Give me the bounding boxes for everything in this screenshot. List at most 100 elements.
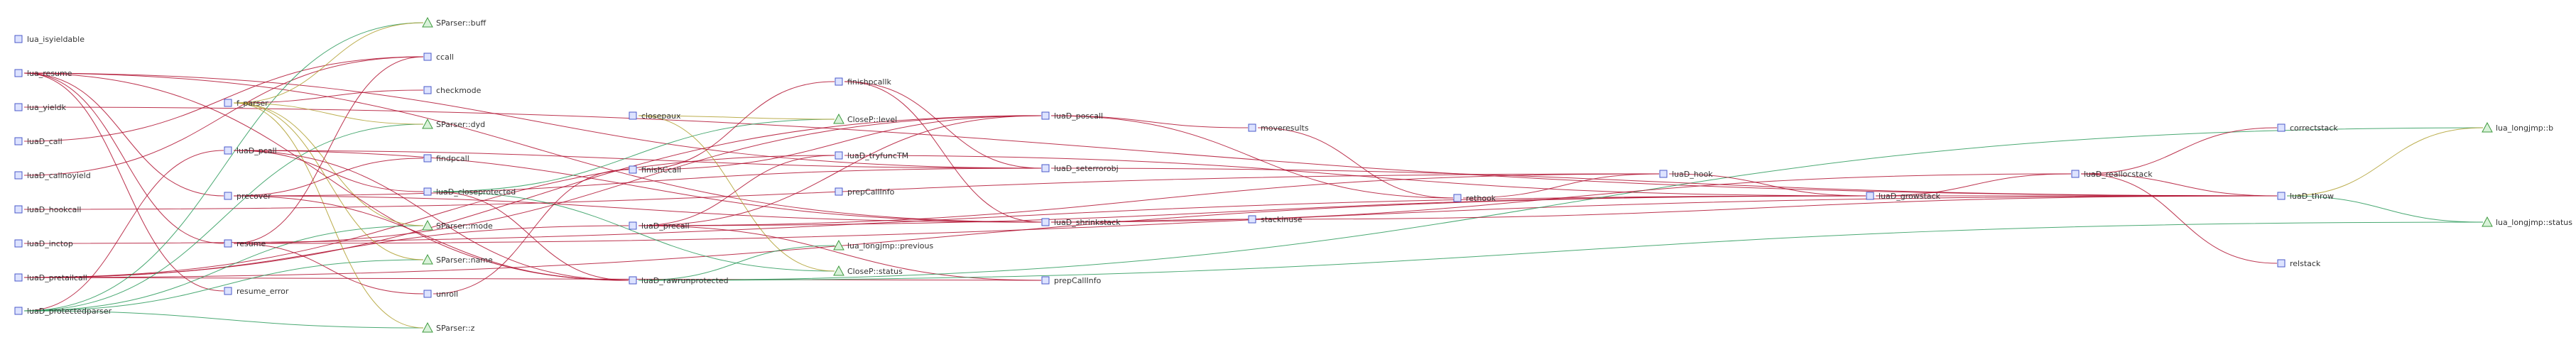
node-prepCallInfo_in[interactable]: prepCallInfo bbox=[835, 187, 895, 197]
square-icon bbox=[1659, 170, 1668, 178]
edge-luaD_closeprotected-to-luaD_rawrunprotected bbox=[433, 191, 629, 281]
node-label: closepaux bbox=[641, 111, 681, 121]
node-label: luaD_rawrunprotected bbox=[641, 276, 729, 285]
square-icon bbox=[1248, 215, 1256, 224]
node-label: resume_error bbox=[237, 287, 289, 296]
node-luaD_precall[interactable]: luaD_precall bbox=[629, 221, 690, 231]
node-precover[interactable]: precover bbox=[224, 192, 271, 201]
node-lua_longjmp_previous[interactable]: lua_longjmp::previous bbox=[833, 239, 933, 251]
node-lua_yieldk[interactable]: lua_yieldk bbox=[14, 103, 67, 112]
square-icon bbox=[423, 53, 432, 61]
node-label: stackinuse bbox=[1261, 215, 1303, 224]
node-SParser_z[interactable]: SParser::z bbox=[422, 321, 475, 333]
node-findpcall[interactable]: findpcall bbox=[423, 154, 469, 163]
node-rethook[interactable]: rethook bbox=[1453, 194, 1496, 203]
edge-luaD_call-to-ccall bbox=[23, 56, 424, 142]
edge-precover-to-luaD_rawrunprotected bbox=[233, 195, 629, 281]
edge-layer bbox=[23, 22, 2484, 329]
node-luaD_pcall[interactable]: luaD_pcall bbox=[224, 146, 277, 155]
node-lua_resume[interactable]: lua_resume bbox=[14, 69, 72, 78]
node-luaD_hookcall[interactable]: luaD_hookcall bbox=[14, 205, 81, 214]
node-SParser_dyd[interactable]: SParser::dyd bbox=[422, 118, 485, 129]
triangle-icon bbox=[422, 118, 433, 129]
triangle-icon bbox=[422, 253, 433, 265]
triangle-icon bbox=[833, 239, 844, 251]
node-checkmode[interactable]: checkmode bbox=[423, 86, 482, 95]
node-resume[interactable]: resume bbox=[224, 239, 266, 248]
node-luaD_call[interactable]: luaD_call bbox=[14, 137, 63, 146]
node-lua_isyieldable[interactable]: lua_isyieldable bbox=[14, 35, 85, 44]
edge-luaD_tryfuncTM-to-luaD_growstack bbox=[844, 155, 1866, 197]
edge-luaD_throw-to-lua_longjmp_status bbox=[2286, 195, 2484, 223]
square-icon bbox=[224, 192, 232, 200]
edge-f_parser-to-SParser_dyd bbox=[233, 102, 424, 125]
square-icon bbox=[1866, 192, 1874, 200]
square-icon bbox=[835, 187, 843, 196]
node-CloseP_level[interactable]: CloseP::level bbox=[833, 113, 897, 124]
edge-luaD_protectedparser-to-SParser_dyd bbox=[23, 123, 424, 312]
node-SParser_name[interactable]: SParser::name bbox=[422, 253, 493, 265]
node-luaD_poscall[interactable]: luaD_poscall bbox=[1041, 111, 1103, 121]
node-ccall[interactable]: ccall bbox=[423, 53, 454, 62]
node-label: moveresults bbox=[1261, 123, 1309, 133]
node-luaD_throw[interactable]: luaD_throw bbox=[2277, 192, 2334, 201]
square-icon bbox=[14, 205, 23, 214]
node-luaD_reallocstack[interactable]: luaD_reallocstack bbox=[2071, 170, 2153, 179]
node-luaD_protectedparser[interactable]: luaD_protectedparser bbox=[14, 307, 112, 316]
node-label: luaD_throw bbox=[2290, 192, 2334, 201]
node-stackinuse[interactable]: stackinuse bbox=[1248, 215, 1303, 224]
square-icon bbox=[1041, 218, 1050, 226]
triangle-icon bbox=[2482, 121, 2493, 133]
square-icon bbox=[835, 151, 843, 160]
node-lua_longjmp_b[interactable]: lua_longjmp::b bbox=[2482, 121, 2553, 133]
edge-resume-to-ccall bbox=[233, 56, 424, 244]
node-finishpcallk[interactable]: finishpcallk bbox=[835, 77, 892, 87]
node-label: findpcall bbox=[436, 154, 469, 163]
node-resume_error[interactable]: resume_error bbox=[224, 287, 289, 296]
node-label: SParser::dyd bbox=[436, 120, 485, 129]
node-f_parser[interactable]: f_parser bbox=[224, 99, 268, 108]
square-icon bbox=[629, 276, 637, 285]
node-luaD_tryfuncTM[interactable]: luaD_tryfuncTM bbox=[835, 151, 908, 160]
triangle-icon bbox=[422, 16, 433, 28]
edge-luaD_callnoyield-to-ccall bbox=[23, 56, 424, 176]
edge-luaD_seterrorobj-to-luaD_throw bbox=[1050, 167, 2278, 197]
node-unroll[interactable]: unroll bbox=[423, 290, 458, 299]
square-icon bbox=[14, 35, 23, 43]
node-label: SParser::z bbox=[436, 324, 475, 333]
edge-luaD_protectedparser-to-luaD_pcall bbox=[23, 150, 224, 312]
node-closepaux[interactable]: closepaux bbox=[629, 111, 681, 121]
node-luaD_seterrorobj[interactable]: luaD_seterrorobj bbox=[1041, 164, 1119, 173]
node-SParser_mode[interactable]: SParser::mode bbox=[422, 219, 493, 231]
node-SParser_buff[interactable]: SParser::buff bbox=[422, 16, 487, 28]
node-prepCallInfo[interactable]: prepCallInfo bbox=[1041, 276, 1102, 285]
edge-lua_resume-to-luaD_shrinkstack bbox=[23, 72, 1042, 223]
node-relstack[interactable]: relstack bbox=[2277, 259, 2321, 268]
node-luaD_shrinkstack[interactable]: luaD_shrinkstack bbox=[1041, 218, 1121, 227]
node-correctstack[interactable]: correctstack bbox=[2277, 123, 2338, 133]
node-CloseP_status[interactable]: CloseP::status bbox=[833, 265, 903, 276]
node-luaD_inctop[interactable]: luaD_inctop bbox=[14, 239, 73, 248]
node-label: luaD_reallocstack bbox=[2084, 170, 2153, 179]
node-label: lua_isyieldable bbox=[27, 35, 85, 44]
node-finishCcall[interactable]: finishCcall bbox=[629, 165, 681, 175]
edge-lua_resume-to-resume bbox=[23, 72, 224, 244]
node-luaD_hook[interactable]: luaD_hook bbox=[1659, 170, 1713, 179]
edge-finishpcallk-to-luaD_seterrorobj bbox=[844, 81, 1042, 169]
edge-unroll-to-finishCcall bbox=[433, 169, 629, 295]
edge-luaD_reallocstack-to-luaD_throw bbox=[2080, 173, 2278, 197]
edge-luaD_closeprotected-to-CloseP_level bbox=[433, 119, 835, 192]
square-icon bbox=[423, 154, 432, 163]
node-luaD_closeprotected[interactable]: luaD_closeprotected bbox=[423, 187, 516, 197]
node-luaD_pretailcall[interactable]: luaD_pretailcall bbox=[14, 273, 87, 282]
node-label: luaD_closeprotected bbox=[436, 187, 516, 197]
node-lua_longjmp_status[interactable]: lua_longjmp::status bbox=[2482, 216, 2572, 227]
node-luaD_callnoyield[interactable]: luaD_callnoyield bbox=[14, 171, 91, 180]
node-luaD_growstack[interactable]: luaD_growstack bbox=[1866, 192, 1941, 201]
node-luaD_rawrunprotected[interactable]: luaD_rawrunprotected bbox=[629, 276, 729, 285]
node-label: luaD_shrinkstack bbox=[1054, 218, 1121, 227]
edge-precover-to-findpcall bbox=[233, 158, 424, 197]
node-label: prepCallInfo bbox=[847, 187, 895, 197]
edge-f_parser-to-checkmode bbox=[233, 89, 424, 104]
node-moveresults[interactable]: moveresults bbox=[1248, 123, 1309, 133]
